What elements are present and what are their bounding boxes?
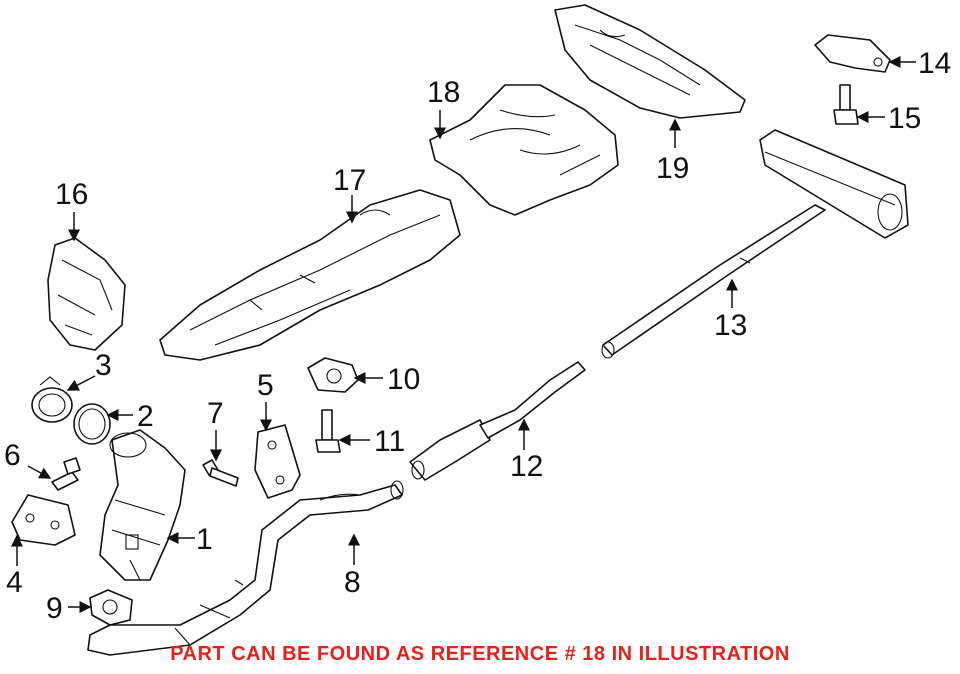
callout-11: 11: [374, 425, 405, 458]
callout-2: 2: [137, 400, 154, 433]
callout-14: 14: [918, 47, 951, 80]
part-15-bolt: [833, 84, 859, 125]
callout-leaders: [11, 56, 916, 613]
part-2-gasket: [73, 403, 111, 445]
part-19-heat-shield: [554, 4, 746, 119]
reference-notice: PART CAN BE FOUND AS REFERENCE # 18 IN I…: [170, 643, 790, 665]
callout-15: 15: [888, 102, 921, 135]
part-14-hanger-bracket: [814, 34, 891, 73]
callout-labels: 1 2 3 4 5 6 7 8 9 10 11 12 13 14 15 16 1…: [4, 47, 951, 625]
part-4-bracket: [11, 494, 76, 546]
callout-1: 1: [196, 523, 213, 556]
part-1-catalytic-converter: [99, 429, 186, 581]
callout-4: 4: [6, 566, 23, 599]
callout-19: 19: [656, 152, 689, 185]
part-13-muffler: [759, 129, 909, 239]
part-7-bolt: [202, 459, 239, 487]
callout-3: 3: [95, 349, 112, 382]
part-10-flange-gasket: [307, 357, 359, 393]
part-12-resonator-pipe: [409, 361, 586, 481]
part-18-heat-shield: [429, 84, 619, 216]
part-8-front-pipe: [87, 480, 404, 656]
callout-5: 5: [257, 369, 274, 402]
part-11-bolt: [315, 409, 341, 453]
part-17-heat-shield: [159, 189, 461, 361]
callout-8: 8: [344, 566, 361, 599]
part-9-gasket: [89, 589, 133, 626]
part-16-converter-shield: [47, 237, 126, 351]
callout-10: 10: [387, 363, 420, 396]
callout-16: 16: [55, 178, 88, 211]
part-13-rear-pipe: [601, 204, 826, 359]
callout-7: 7: [207, 397, 224, 430]
callout-6: 6: [4, 439, 21, 472]
part-3-clamp: [31, 376, 73, 423]
part-5-bracket: [254, 424, 301, 499]
callout-18: 18: [427, 76, 460, 109]
callout-9: 9: [46, 592, 63, 625]
callout-12: 12: [510, 450, 543, 483]
part-6-bolt: [51, 457, 81, 491]
callout-13: 13: [714, 309, 747, 342]
callout-17: 17: [333, 164, 366, 197]
